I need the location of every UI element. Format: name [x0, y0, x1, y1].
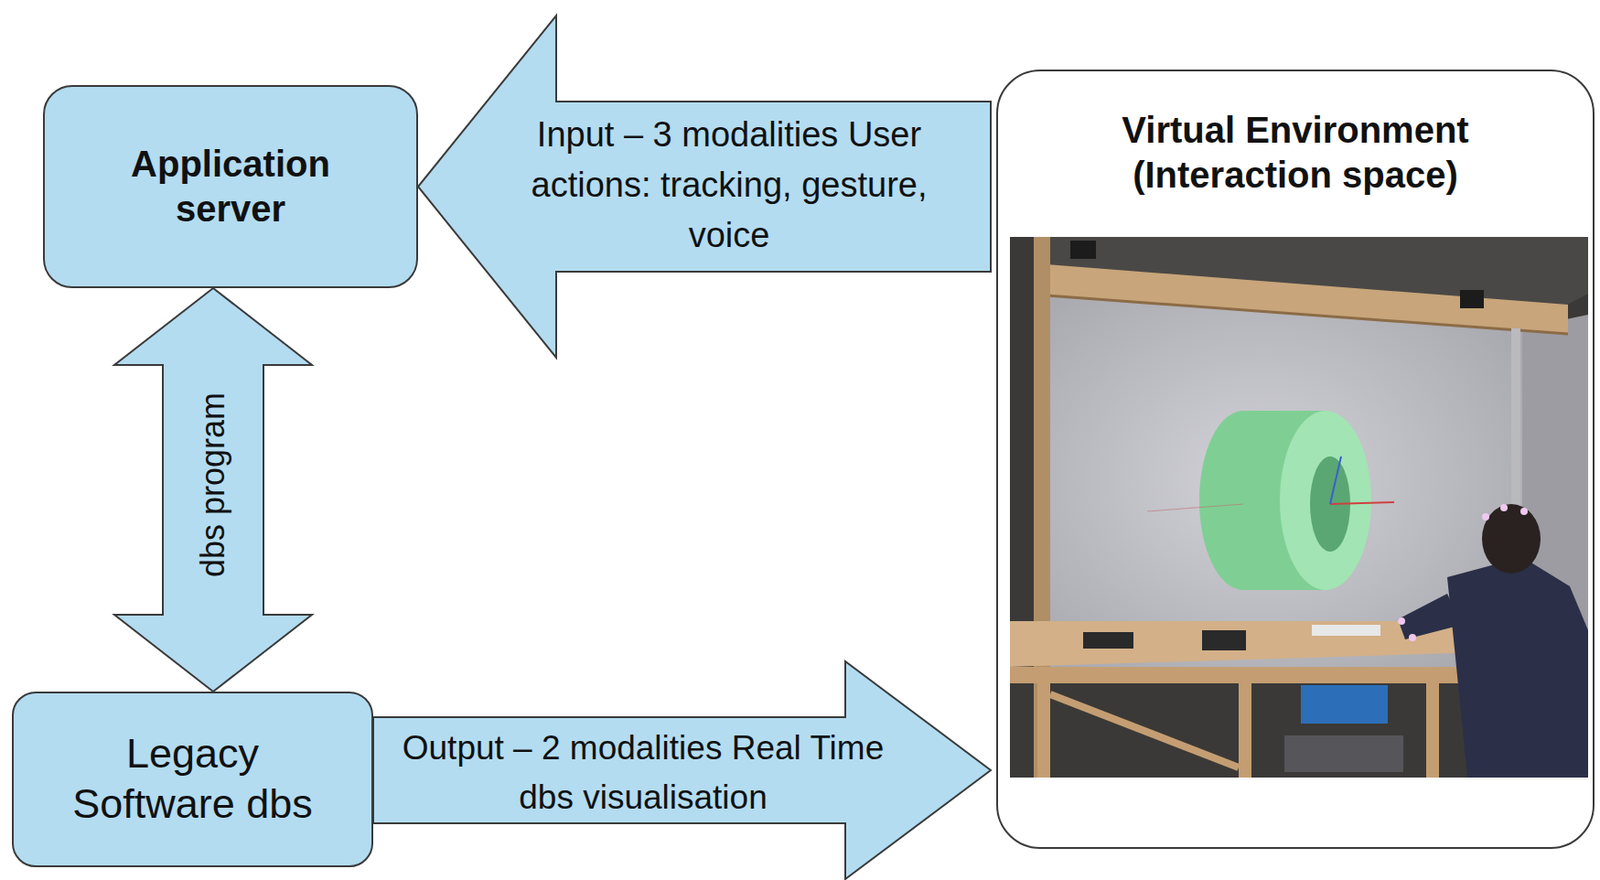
tracking-marker	[1520, 507, 1528, 516]
projection-screen	[1046, 291, 1523, 667]
axis-line	[1147, 504, 1244, 512]
software-box: Legacy Software dbs	[11, 691, 374, 868]
block-arrow	[373, 661, 991, 880]
person-body	[1447, 557, 1589, 778]
tracking-marker	[1397, 617, 1406, 625]
node-label: Legacy Software dbs	[42, 729, 344, 830]
arrow-label: Input – 3 modalities User actions: track…	[514, 109, 945, 261]
node-label: Virtual Environment (Interaction space)	[1066, 107, 1525, 198]
person-arm	[1397, 593, 1462, 640]
server-box: Application server	[42, 85, 419, 289]
arrow-label: Output – 2 modalities Real Time dbs visu…	[386, 723, 900, 822]
left-post	[1033, 236, 1051, 778]
tracking-camera	[1070, 240, 1096, 259]
arrow-label: dbs program	[189, 392, 237, 578]
desk-leg	[1238, 683, 1252, 778]
device	[1083, 632, 1134, 649]
tracking-marker	[1500, 504, 1508, 512]
desk-brace	[1050, 694, 1239, 768]
block-arrow	[114, 288, 312, 692]
cylinder-face	[1279, 410, 1372, 591]
tracking-camera	[1460, 289, 1484, 309]
virtual-environment-photo	[1009, 236, 1589, 778]
keyboard	[1311, 624, 1381, 636]
monitor	[1300, 685, 1388, 724]
beam-edge	[1046, 295, 1568, 334]
photo-background	[1009, 236, 1589, 778]
axis-line	[1330, 456, 1342, 505]
environment-frame: Virtual Environment (Interaction space)	[996, 69, 1595, 849]
node-label: Application server	[93, 141, 368, 232]
equipment	[1284, 735, 1404, 773]
cylinder-back	[1199, 410, 1288, 591]
tracking-marker	[1481, 513, 1490, 521]
top-beam	[1046, 264, 1568, 334]
tracking-marker	[1408, 633, 1417, 642]
axis-line	[1330, 502, 1395, 505]
person-head	[1481, 504, 1541, 574]
block-arrow	[418, 15, 991, 358]
device	[1202, 630, 1246, 651]
desk-leg	[1037, 683, 1051, 778]
desk-leg	[1426, 683, 1439, 778]
